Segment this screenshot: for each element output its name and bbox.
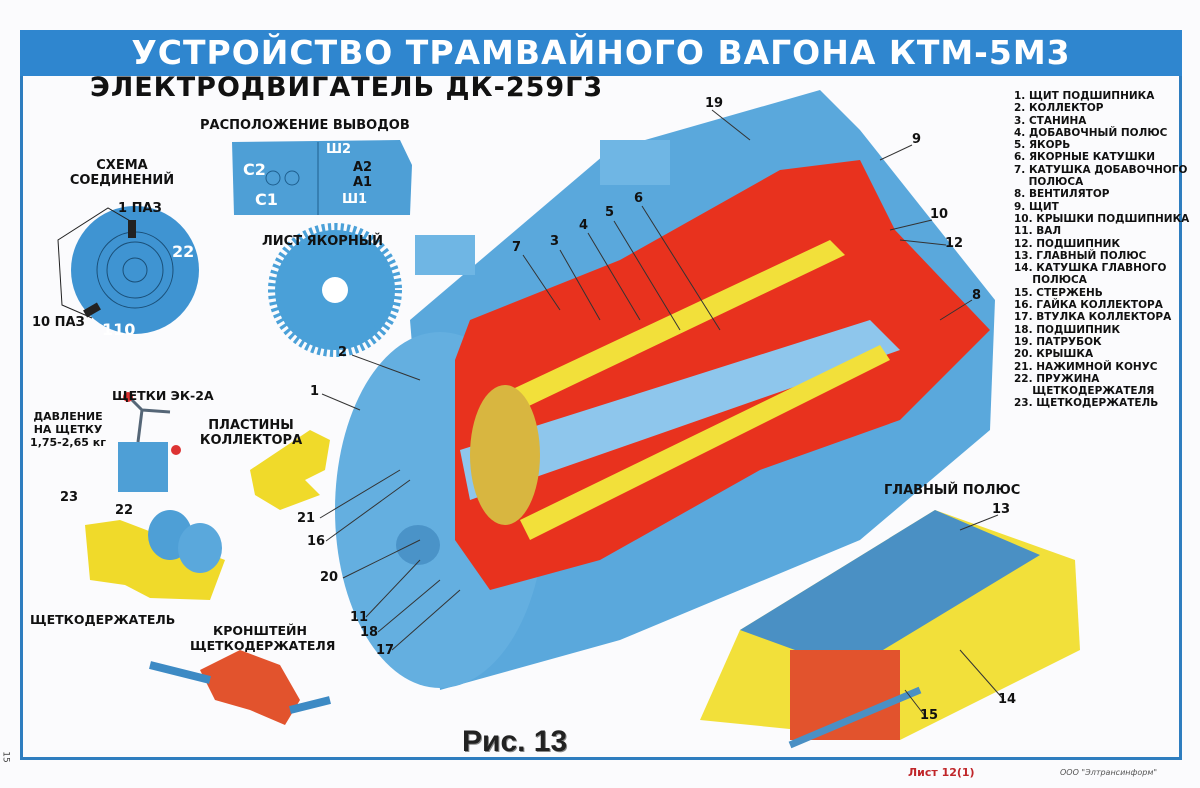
terminal-c2: С2 — [243, 160, 266, 179]
poster-subtitle: ЭЛЕКТРОДВИГАТЕЛЬ ДК-259Г3 — [90, 72, 604, 103]
pressure-value: 1,75-2,65 кг — [30, 436, 106, 449]
scheme-number-22: 22 — [172, 242, 195, 261]
callout-11: 11 — [350, 610, 369, 625]
legend-item: 20. КРЫШКА — [1014, 348, 1094, 361]
legend-item: 10. КРЫШКИ ПОДШИПНИКА — [1014, 212, 1190, 225]
legend-item: 15. СТЕРЖЕНЬ — [1014, 286, 1103, 299]
sheet-number: Лист 12(1) — [908, 766, 975, 779]
callout-2: 2 — [338, 345, 348, 360]
terminal-box-drawing — [232, 140, 412, 215]
bracket-title: КРОНШТЕЙН ЩЕТКОДЕРЖАТЕЛЯ — [190, 623, 336, 653]
brushes-title: ЩЕТКИ ЭК-2А — [112, 388, 214, 403]
legend-item: 1. ЩИТ ПОДШИПНИКА — [1014, 90, 1155, 102]
legend-item: 3. СТАНИНА — [1014, 114, 1087, 127]
callout-10: 10 — [930, 207, 949, 222]
main-pole-title: ГЛАВНЫЙ ПОЛЮС — [884, 483, 1021, 498]
legend-item: 16. ГАЙКА КОЛЛЕКТОРА — [1014, 299, 1163, 312]
callout-3: 3 — [550, 234, 560, 249]
callout-22: 22 — [115, 503, 134, 518]
legend-item: 14. КАТУШКА ГЛАВНОГО ПОЛЮСА — [1014, 262, 1167, 287]
callout-13: 13 — [992, 502, 1011, 517]
connection-scheme-drawing — [57, 206, 199, 334]
figure-label: Рис. 13 — [462, 725, 568, 758]
legend-item: 5. ЯКОРЬ — [1014, 139, 1071, 152]
scheme-number-110: 110 — [102, 320, 136, 339]
terminal-sh1: Ш1 — [342, 192, 368, 207]
callout-17: 17 — [376, 643, 395, 658]
callout-18: 18 — [360, 625, 379, 640]
legend-item: 21. НАЖИМНОЙ КОНУС — [1014, 360, 1158, 373]
legend-item: 13. ГЛАВНЫЙ ПОЛЮС — [1014, 249, 1147, 262]
scheme-title: СХЕМА СОЕДИНЕНИЙ — [62, 158, 182, 188]
pressure-line2: НА ЩЕТКУ — [33, 423, 103, 436]
scheme-title-line1: СХЕМА — [96, 158, 148, 173]
terminal-a1: А1 — [353, 175, 373, 190]
legend-item: 18. ПОДШИПНИК — [1014, 323, 1121, 336]
legend-item: 4. ДОБАВОЧНЫЙ ПОЛЮС — [1014, 126, 1168, 139]
scheme-title-line2: СОЕДИНЕНИЙ — [69, 173, 175, 188]
callout-5: 5 — [605, 205, 615, 220]
commutator-bar-drawing — [250, 430, 330, 510]
slot-1-label: 1 ПАЗ — [118, 201, 162, 216]
pressure-line1: ДАВЛЕНИЕ — [33, 410, 103, 423]
terminals-title: РАСПОЛОЖЕНИЕ ВЫВОДОВ — [200, 118, 410, 133]
terminal-a2: А2 — [353, 160, 373, 175]
poster-title: УСТРОЙСТВО ТРАМВАЙНОГО ВАГОНА КТМ-5М3 — [20, 30, 1182, 76]
brush-holder-title: ЩЕТКОДЕРЖАТЕЛЬ — [30, 612, 176, 627]
motor-body-drawing — [335, 90, 995, 690]
main-pole-drawing — [700, 510, 1080, 749]
terminal-c1: С1 — [255, 190, 278, 209]
bracket-title-line1: КРОНШТЕЙН — [213, 623, 307, 638]
callout-15: 15 — [920, 708, 939, 723]
page-number: 15 — [0, 751, 11, 763]
legend-item: 2. КОЛЛЕКТОР — [1014, 102, 1104, 115]
callout-14: 14 — [998, 692, 1017, 707]
callout-8: 8 — [972, 288, 982, 303]
callout-21: 21 — [297, 511, 316, 526]
callout-12: 12 — [945, 236, 964, 251]
commutator-bars-line1: ПЛАСТИНЫ — [208, 418, 294, 433]
brush-pressure: ДАВЛЕНИЕ НА ЩЕТКУ 1,75-2,65 кг — [28, 410, 108, 449]
legend-item: 23. ЩЕТКОДЕРЖАТЕЛЬ — [1014, 397, 1159, 410]
commutator-bars-title: ПЛАСТИНЫ КОЛЛЕКТОРА — [196, 418, 306, 448]
callout-16: 16 — [307, 534, 326, 549]
legend-item: 22. ПРУЖИНА ЩЕТКОДЕРЖАТЕЛЯ — [1014, 372, 1155, 398]
publisher: ООО "Элтрансинформ" — [1060, 768, 1158, 777]
legend-item: 8. ВЕНТИЛЯТОР — [1014, 188, 1110, 201]
legend-item: 17. ВТУЛКА КОЛЛЕКТОРА — [1014, 311, 1172, 324]
legend-item: 11. ВАЛ — [1014, 225, 1062, 238]
callout-23: 23 — [60, 490, 79, 505]
brush-holder-drawing — [85, 510, 225, 600]
bracket-title-line2: ЩЕТКОДЕРЖАТЕЛЯ — [190, 638, 336, 653]
legend-item: 6. ЯКОРНЫЕ КАТУШКИ — [1014, 151, 1156, 164]
parts-legend: 1. ЩИТ ПОДШИПНИКА 2. КОЛЛЕКТОР 3. СТАНИН… — [1014, 90, 1189, 410]
slot-10-label: 10 ПАЗ — [32, 315, 85, 330]
legend-item: 12. ПОДШИПНИК — [1014, 237, 1121, 250]
brush-drawing — [118, 442, 168, 492]
legend-item: 9. ЩИТ — [1014, 200, 1059, 213]
legend-item: 19. ПАТРУБОК — [1014, 335, 1102, 348]
callout-6: 6 — [634, 191, 644, 206]
commutator-bars-line2: КОЛЛЕКТОРА — [199, 433, 303, 448]
callout-9: 9 — [912, 132, 922, 147]
lamination-title: ЛИСТ ЯКОРНЫЙ — [262, 234, 384, 249]
callout-20: 20 — [320, 570, 339, 585]
terminal-sh2: Ш2 — [326, 142, 352, 157]
armature-lamination-drawing — [268, 223, 402, 357]
callout-1: 1 — [310, 384, 320, 399]
leader-lines — [319, 109, 1005, 717]
legend-item: 7. КАТУШКА ДОБАВОЧНОГО ПОЛЮСА — [1014, 163, 1188, 189]
callout-4: 4 — [579, 218, 589, 233]
callout-19: 19 — [705, 96, 724, 111]
bracket-drawing — [149, 650, 331, 725]
callout-7: 7 — [512, 240, 522, 255]
